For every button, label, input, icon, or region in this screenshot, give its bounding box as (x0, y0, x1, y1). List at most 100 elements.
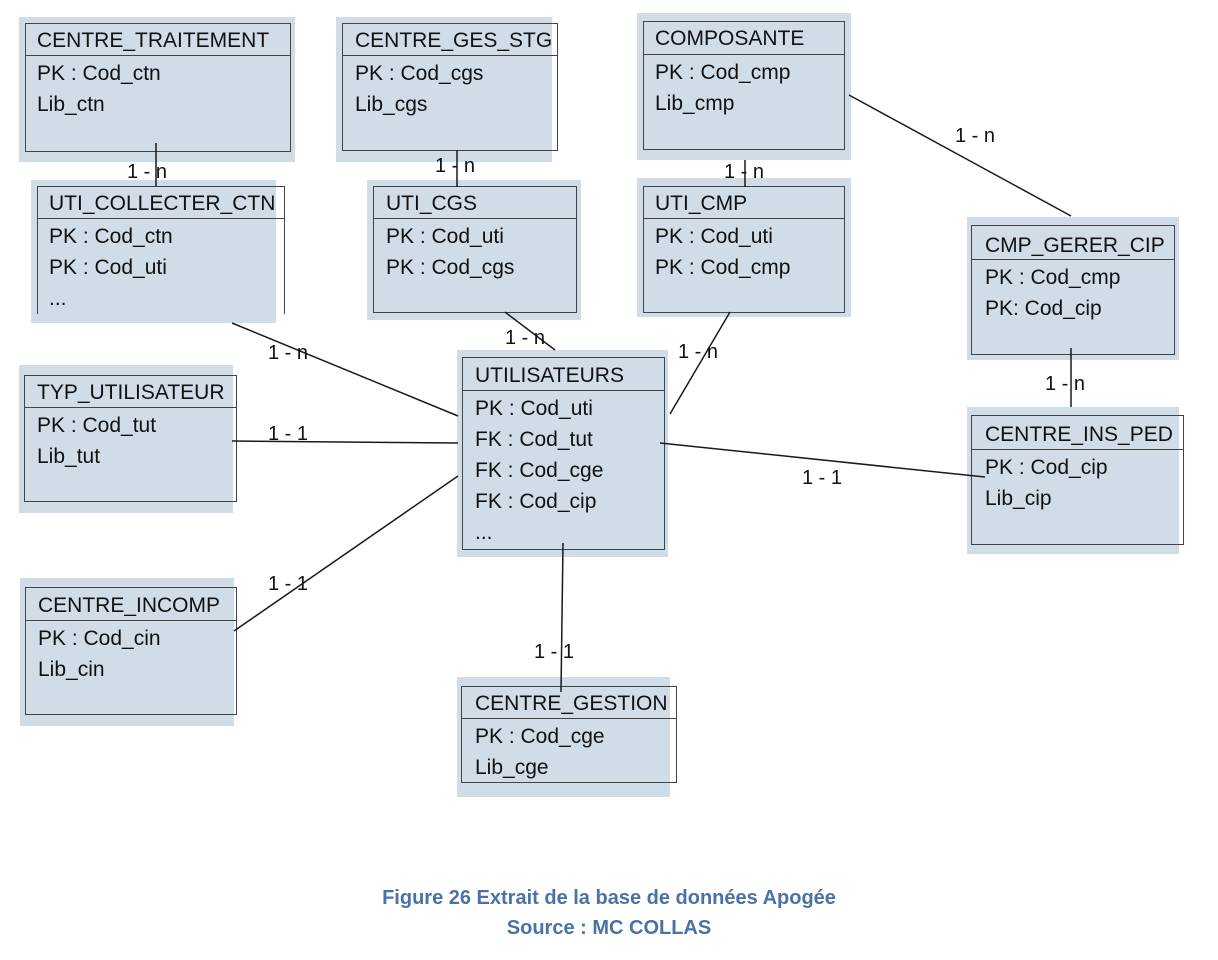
entity-fields: PK : Cod_cgs Lib_cgs (355, 58, 483, 120)
entity-field: Lib_tut (37, 445, 101, 468)
entity-field: PK : Cod_cmp (985, 266, 1121, 289)
entity-fields: PK : Cod_ctn Lib_ctn (37, 58, 161, 120)
entity-field: PK : Cod_cmp (655, 61, 791, 84)
entity-fields: PK : Cod_uti FK : Cod_tut FK : Cod_cge F… (475, 393, 603, 548)
title-divider (342, 55, 558, 56)
entity-field: FK : Cod_cip (475, 490, 597, 513)
caption-source: Source : MC COLLAS (506, 917, 712, 939)
entity-field: PK : Cod_cip (985, 456, 1108, 479)
title-divider (373, 218, 577, 219)
entity-field: PK : Cod_ctn (37, 62, 161, 85)
entity-field: PK : Cod_cge (475, 725, 605, 748)
link-gestion-utilisateurs (560, 542, 564, 693)
caption-title: Figure 26 Extrait de la base de données … (382, 887, 836, 909)
entity-title: UTILISATEURS (475, 364, 624, 387)
entity-title: CENTRE_INCOMP (38, 594, 221, 617)
entity-utilisateurs: UTILISATEURS PK : Cod_uti FK : Cod_tut F… (457, 350, 668, 557)
entity-fields: PK : Cod_tut Lib_tut (37, 410, 156, 472)
entity-border (643, 21, 845, 150)
entity-fields: PK : Cod_cge Lib_cge (475, 721, 605, 783)
entity-border (24, 375, 237, 502)
cardinality-label: 1 - 1 (534, 641, 575, 663)
entity-fields: PK : Cod_cin Lib_cin (38, 623, 161, 685)
entity-fields: PK : Cod_cip Lib_cip (985, 452, 1108, 514)
entity-field: PK : Cod_uti (475, 397, 593, 420)
entity-centre-gestion: CENTRE_GESTION PK : Cod_cge Lib_cge (457, 677, 677, 797)
entity-field: Lib_cge (475, 756, 549, 779)
link-composante-gerer (848, 94, 1072, 217)
link-incomp-utilisateurs (233, 475, 459, 632)
cardinality-label: 1 - 1 (268, 423, 309, 445)
link-typ-utilisateurs (231, 440, 459, 444)
entity-field: Lib_cin (38, 658, 105, 681)
cardinality-label: 1 - n (678, 341, 719, 363)
entity-fields: PK : Cod_cmp PK: Cod_cip (985, 262, 1120, 324)
entity-border (971, 415, 1184, 545)
entity-field: PK : Cod_cin (38, 627, 161, 650)
entity-composante: COMPOSANTE PK : Cod_cmp Lib_cmp (637, 13, 851, 160)
title-divider (971, 259, 1175, 260)
entity-centre-incomp: CENTRE_INCOMP PK : Cod_cin Lib_cin (20, 578, 237, 726)
entity-uti-cgs: UTI_CGS PK : Cod_uti PK : Cod_cgs (367, 180, 581, 320)
entity-field: FK : Cod_cge (475, 459, 604, 482)
entity-field: PK : Cod_tut (37, 414, 157, 437)
entity-field: PK : Cod_ctn (49, 225, 173, 248)
cardinality-label: 1 - n (505, 327, 546, 349)
title-divider (24, 407, 237, 408)
entity-fields: PK : Cod_cmp Lib_cmp (655, 57, 790, 119)
entity-centre-ges-stg: CENTRE_GES_STG PK : Cod_cgs Lib_cgs (336, 17, 558, 162)
entity-title: TYP_UTILISATEUR (37, 381, 225, 404)
entity-field: Lib_cmp (655, 92, 735, 115)
title-divider (461, 718, 677, 719)
entity-field: PK : Cod_cmp (655, 256, 791, 279)
cardinality-label: 1 - n (127, 161, 168, 183)
cardinality-label: 1 - n (268, 342, 309, 364)
entity-border (373, 186, 577, 313)
entity-title: CMP_GERER_CIP (985, 234, 1165, 257)
entity-field: PK : Cod_uti (655, 225, 773, 248)
entity-cmp-gerer-cip: CMP_GERER_CIP PK : Cod_cmp PK: Cod_cip (967, 217, 1179, 360)
figure-caption: Figure 26 Extrait de la base de données … (0, 883, 1218, 943)
entity-border (461, 686, 677, 783)
title-divider (971, 449, 1184, 450)
entity-centre-traitement: CENTRE_TRAITEMENT PK : Cod_ctn Lib_ctn (19, 17, 295, 162)
entity-field: Lib_cgs (355, 93, 428, 116)
entity-uti-collecter-ctn: UTI_COLLECTER_CTN PK : Cod_ctn PK : Cod_… (31, 180, 285, 323)
entity-fields: PK : Cod_uti PK : Cod_cgs (386, 221, 514, 283)
entity-fields: PK : Cod_uti PK : Cod_cmp (655, 221, 790, 283)
entity-title: COMPOSANTE (655, 27, 805, 50)
entity-field: Lib_cip (985, 487, 1052, 510)
entity-field: Lib_ctn (37, 93, 105, 116)
entity-border (643, 186, 845, 313)
link-collecter-utilisateurs (231, 322, 459, 417)
entity-title: CENTRE_INS_PED (985, 423, 1173, 446)
title-divider (462, 390, 665, 391)
entity-title: UTI_CGS (386, 192, 478, 215)
entity-border (25, 23, 291, 152)
title-divider (37, 218, 285, 219)
entity-field: FK : Cod_tut (475, 428, 593, 451)
entity-fields: PK : Cod_ctn PK : Cod_uti ... (49, 221, 173, 314)
entity-field: ... (49, 287, 67, 310)
entity-title: UTI_CMP (655, 192, 748, 215)
cardinality-label: 1 - n (435, 155, 476, 177)
entity-field: PK : Cod_cgs (386, 256, 515, 279)
entity-border (342, 23, 558, 151)
entity-border (37, 186, 285, 314)
entity-field: PK : Cod_cgs (355, 62, 484, 85)
cardinality-label: 1 - 1 (268, 573, 309, 595)
entity-title: CENTRE_TRAITEMENT (37, 29, 270, 52)
cardinality-label: 1 - n (1045, 373, 1086, 395)
title-divider (643, 218, 845, 219)
title-divider (643, 54, 845, 55)
entity-field: PK : Cod_uti (386, 225, 504, 248)
entity-typ-utilisateur: TYP_UTILISATEUR PK : Cod_tut Lib_tut (19, 365, 237, 513)
entity-field: PK: Cod_cip (985, 297, 1102, 320)
entity-border (25, 587, 237, 715)
entity-title: CENTRE_GESTION (475, 692, 668, 715)
entity-field: ... (475, 521, 493, 544)
title-divider (25, 55, 291, 56)
cardinality-label: 1 - n (724, 161, 765, 183)
entity-field: PK : Cod_uti (49, 256, 167, 279)
title-divider (25, 620, 237, 621)
